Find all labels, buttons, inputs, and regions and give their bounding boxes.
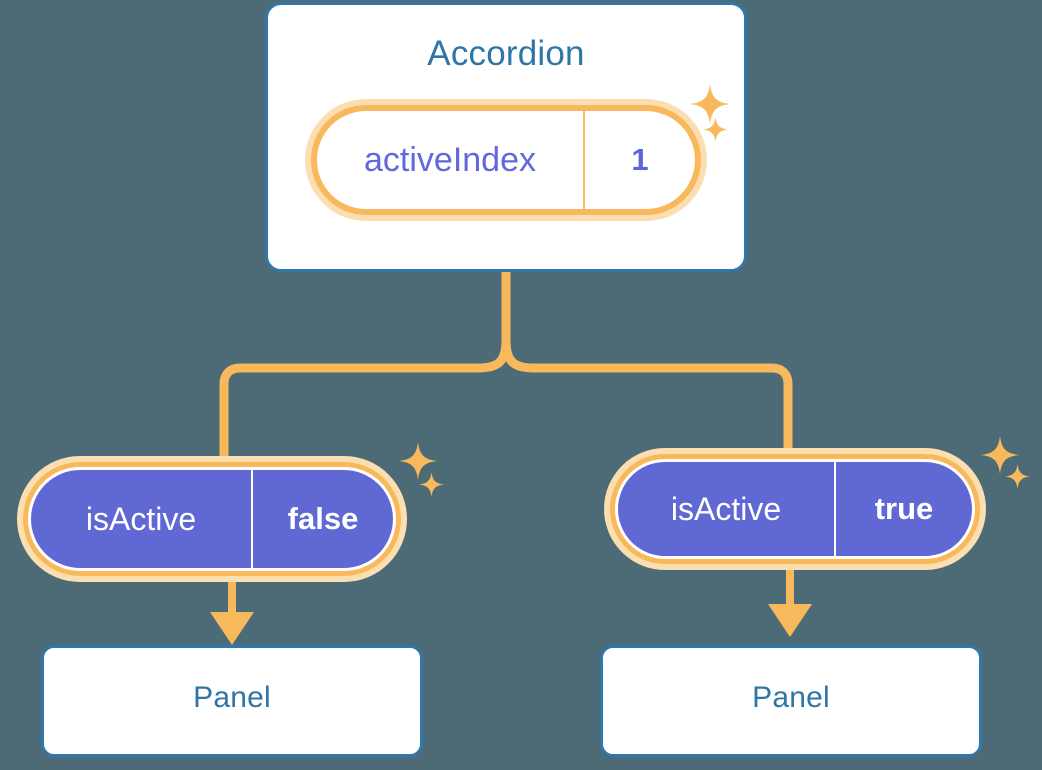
state-pill-body: isActive true	[615, 459, 975, 559]
state-pill-active-index[interactable]: activeIndex 1	[305, 99, 707, 221]
state-pill-is-active-true[interactable]: isActive true	[604, 448, 986, 570]
panel-node-left[interactable]: Panel	[41, 645, 423, 757]
state-pill-key: activeIndex	[317, 111, 585, 209]
branch-line-left	[219, 335, 511, 467]
state-pill-body: isActive false	[28, 467, 396, 571]
panel-node-right[interactable]: Panel	[600, 645, 982, 757]
branch-line-right	[501, 335, 793, 457]
state-pill-value: true	[874, 491, 934, 526]
state-pill-key: isActive	[31, 470, 253, 568]
state-pill-value: false	[287, 501, 359, 536]
arrow-head-left	[210, 612, 254, 645]
panel-node-title: Panel	[752, 681, 830, 714]
state-pill-body: activeIndex 1	[317, 111, 695, 209]
state-pill-is-active-false[interactable]: isActive false	[17, 456, 407, 582]
state-pill-ring: activeIndex 1	[311, 105, 701, 215]
state-pill-value: 1	[631, 142, 649, 177]
state-pill-ring: isActive false	[23, 462, 401, 576]
arrow-head-right	[768, 604, 812, 637]
panel-node-title: Panel	[193, 681, 271, 714]
state-pill-key: isActive	[618, 462, 836, 556]
state-pill-ring: isActive true	[610, 454, 980, 564]
accordion-node-title: Accordion	[427, 34, 585, 73]
